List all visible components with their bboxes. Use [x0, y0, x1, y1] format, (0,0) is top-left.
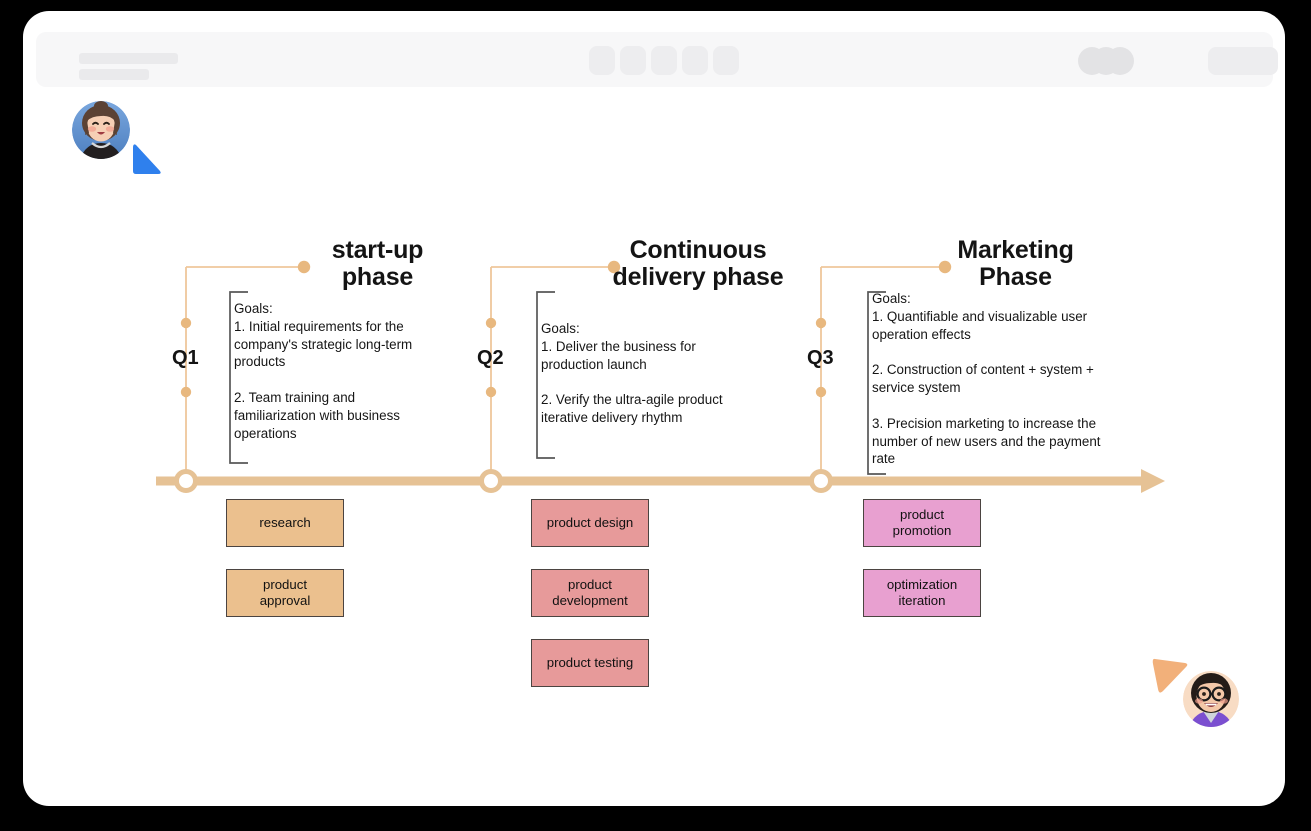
- toolbar-tool-button-1[interactable]: [589, 46, 615, 75]
- cursor-pointer-blue: [133, 144, 161, 174]
- deliverable-box-product-development[interactable]: product development: [531, 569, 649, 617]
- cursor-pointer-orange: [1152, 658, 1188, 693]
- toolbar-share-button[interactable]: [1208, 47, 1278, 75]
- quarter-label-q1: Q1: [172, 347, 199, 369]
- deliverable-box-optimization-iteration[interactable]: optimization iteration: [863, 569, 981, 617]
- deliverable-box-product-promotion[interactable]: product promotion: [863, 499, 981, 547]
- toolbar-avatar-3[interactable]: [1106, 47, 1134, 75]
- presence-collaborator-blue: [68, 93, 188, 183]
- timeline-node-q2: [479, 469, 503, 493]
- phase-title-q3: Marketing Phase: [957, 236, 1074, 291]
- phase-title-q2: Continuous delivery phase: [612, 236, 784, 291]
- app-toolbar: [36, 32, 1278, 87]
- toolbar-tool-button-3[interactable]: [651, 46, 677, 75]
- goals-text-q3: Goals: 1. Quantifiable and visualizable …: [872, 291, 1101, 467]
- timeline-axis: [156, 469, 1165, 493]
- toolbar-title-placeholder: [79, 53, 178, 64]
- timeline-arrow-icon: [1141, 469, 1165, 493]
- presence-collaborator-orange: [1133, 641, 1263, 741]
- timeline-node-q1: [174, 469, 198, 493]
- goals-text-q1: Goals: 1. Initial requirements for the c…: [234, 301, 413, 441]
- toolbar-tool-button-5[interactable]: [713, 46, 739, 75]
- deliverable-box-product-testing[interactable]: product testing: [531, 639, 649, 687]
- phase-title-q1: start-up phase: [331, 236, 424, 291]
- toolbar-subtitle-placeholder: [79, 69, 149, 80]
- quarter-label-q2: Q2: [477, 347, 504, 369]
- timeline-node-q3: [809, 469, 833, 493]
- quarter-label-q3: Q3: [807, 347, 834, 369]
- deliverable-box-product-approval[interactable]: product approval: [226, 569, 344, 617]
- app-window-card: start-up phase Continuous delivery phase…: [23, 11, 1285, 806]
- avatar-blue: [72, 101, 130, 159]
- goals-text-q2: Goals: 1. Deliver the business for produ…: [541, 321, 723, 426]
- deliverable-box-research[interactable]: research: [226, 499, 344, 547]
- deliverable-box-product-design[interactable]: product design: [531, 499, 649, 547]
- toolbar-tool-button-4[interactable]: [682, 46, 708, 75]
- timeline-diagram: start-up phase Continuous delivery phase…: [23, 11, 1285, 806]
- toolbar-tool-button-2[interactable]: [620, 46, 646, 75]
- avatar-orange: [1183, 671, 1239, 727]
